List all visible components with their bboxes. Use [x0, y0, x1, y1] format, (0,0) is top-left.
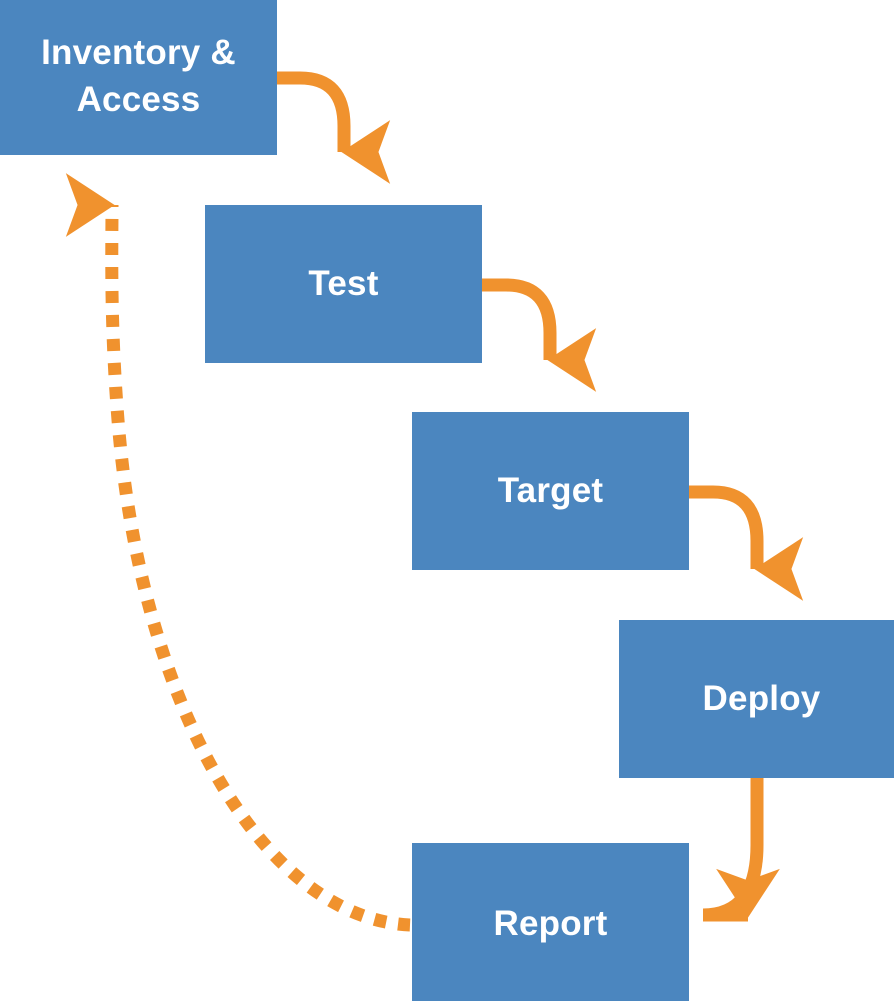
- connector-deploy-to-report: [702, 777, 780, 922]
- connector-inventory-to-test: [276, 71, 391, 184]
- node-label-report: Report: [493, 903, 608, 943]
- node-label-deploy: Deploy: [702, 678, 821, 718]
- process-node-report[interactable]: Report: [412, 843, 689, 1001]
- node-label-test: Test: [308, 263, 379, 303]
- process-node-target[interactable]: Target: [412, 412, 689, 570]
- process-node-inventory-access[interactable]: Inventory & Access: [0, 0, 277, 155]
- node-label-target: Target: [497, 470, 604, 510]
- connector-target-to-deploy: [688, 485, 804, 601]
- process-node-deploy[interactable]: Deploy: [619, 620, 894, 778]
- node-label-inventory-access: Inventory & Access: [41, 33, 236, 119]
- connector-test-to-target: [482, 278, 597, 392]
- process-node-test[interactable]: Test: [205, 205, 482, 363]
